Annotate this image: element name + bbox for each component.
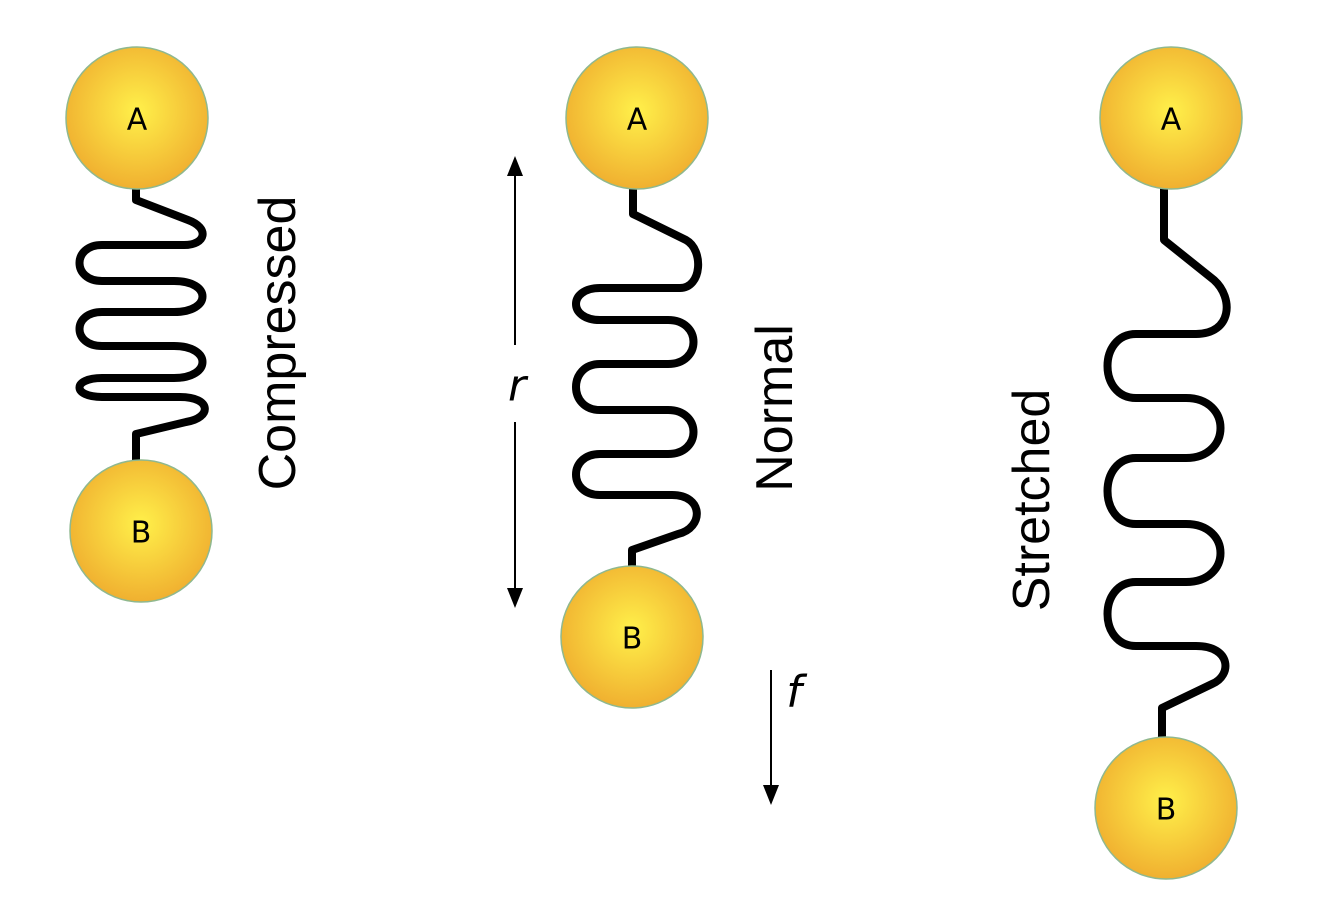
stretched-ball-a bbox=[1099, 46, 1243, 190]
compressed-state-label: Compressed bbox=[249, 196, 307, 491]
normal-ball-a bbox=[565, 46, 709, 190]
normal-spring bbox=[572, 188, 703, 568]
compressed-ball-b-label: B bbox=[131, 516, 152, 551]
normal-ball-a-label: A bbox=[627, 103, 648, 138]
stretched-state-label: Stretched bbox=[1003, 389, 1061, 612]
stretched-spring bbox=[1103, 188, 1231, 738]
compressed-ball-b bbox=[69, 459, 213, 603]
normal-ball-b bbox=[560, 565, 704, 709]
normal-ball-b-label: B bbox=[622, 622, 643, 657]
stretched-ball-b-label: B bbox=[1156, 793, 1177, 828]
stretched-ball-a-label: A bbox=[1161, 103, 1182, 138]
normal-spring-group: A B Normal r f bbox=[507, 46, 808, 805]
compressed-spring-group: A B Compressed bbox=[65, 46, 307, 603]
stretched-ball-b bbox=[1094, 736, 1238, 880]
force-label: f bbox=[786, 667, 808, 718]
compressed-ball-a-label: A bbox=[127, 103, 148, 138]
stretched-spring-group: A B Stretched bbox=[1003, 46, 1243, 880]
compressed-spring bbox=[75, 186, 209, 462]
normal-state-label: Normal bbox=[746, 324, 804, 492]
compressed-ball-a bbox=[65, 46, 209, 190]
distance-label: r bbox=[508, 361, 529, 412]
